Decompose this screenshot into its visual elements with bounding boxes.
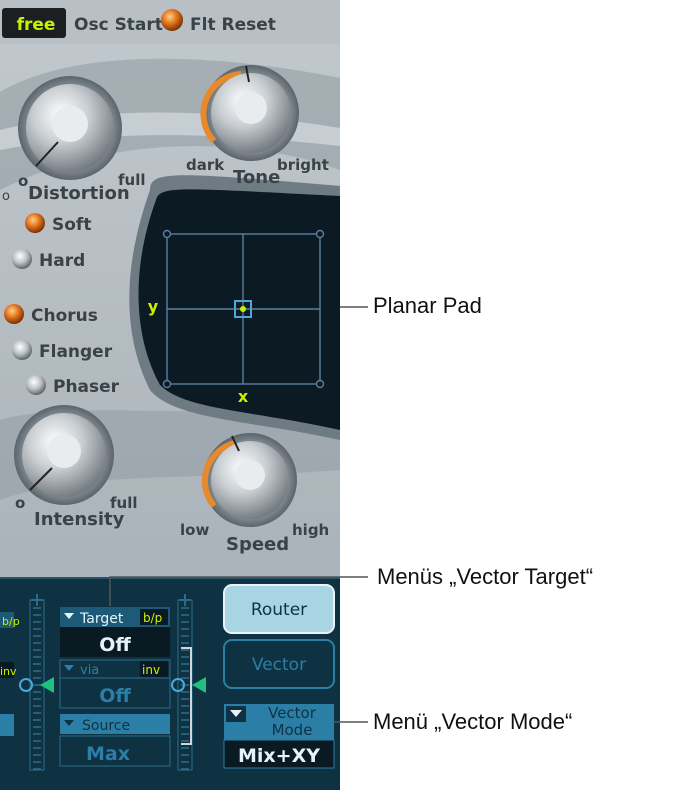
mode-display[interactable]	[2, 8, 66, 38]
vector-button-label: Vector	[252, 655, 306, 675]
tone-label: Tone	[233, 167, 280, 188]
callout-planar-pad: Planar Pad	[373, 293, 482, 318]
intensity-label: Intensity	[34, 509, 125, 530]
via-value: Off	[99, 685, 131, 707]
speed-knob[interactable]	[201, 433, 297, 527]
vector-mode-label-1: Vector	[268, 704, 317, 722]
router-target-column[interactable]: Target b/p Off via inv Off Source Max	[59, 607, 171, 767]
source-value: Max	[86, 743, 130, 765]
source-label: Source	[82, 718, 130, 734]
vector-mode-label-2: Mode	[272, 721, 313, 739]
distortion-max-label: full	[118, 171, 146, 189]
distortion-min-label: o	[18, 172, 28, 190]
flanger-label: Flanger	[39, 342, 113, 362]
callout-vector-mode: Menü „Vector Mode“	[373, 709, 573, 734]
flt-reset-led[interactable]	[161, 9, 183, 31]
via-inv-label: inv	[142, 663, 160, 677]
distortion-knob[interactable]	[18, 76, 122, 180]
tone-min-label: dark	[186, 156, 225, 174]
flanger-radio[interactable]	[12, 340, 32, 360]
router-button[interactable]	[223, 584, 335, 634]
tone-knob[interactable]	[200, 65, 299, 161]
distortion-label: Distortion	[28, 183, 130, 204]
soft-label: Soft	[52, 215, 91, 235]
via-label: via	[80, 663, 99, 678]
phaser-radio[interactable]	[26, 375, 46, 395]
osc-start-label: Osc Start	[74, 15, 163, 35]
left-bp-label: b/p	[2, 615, 20, 628]
target-label: Target	[79, 611, 124, 627]
speed-label: Speed	[226, 534, 289, 555]
chorus-radio[interactable]	[4, 304, 24, 324]
hard-label: Hard	[39, 251, 85, 271]
tone-max-label: bright	[277, 156, 329, 174]
soft-radio[interactable]	[25, 213, 45, 233]
pad-cursor[interactable]	[234, 300, 252, 318]
intensity-max-label: full	[110, 494, 138, 512]
pad-x-label: x	[238, 387, 249, 406]
phaser-label: Phaser	[53, 377, 120, 397]
target-bp-label: b/p	[143, 611, 162, 625]
target-value: Off	[99, 634, 131, 656]
router-button-label: Router	[251, 600, 307, 620]
vector-button[interactable]	[223, 639, 335, 689]
vector-target-leader	[109, 576, 368, 606]
pad-y-label: y	[148, 297, 159, 316]
intensity-min-label: o	[15, 494, 25, 512]
chorus-label: Chorus	[31, 306, 98, 326]
left-slider[interactable]	[19, 594, 54, 771]
vector-mode-menu[interactable]: Vector Mode Mix+XY	[223, 704, 335, 769]
callout-vector-target: Menüs „Vector Target“	[377, 564, 594, 589]
hard-radio[interactable]	[12, 249, 32, 269]
flt-reset-label: Flt Reset	[190, 15, 276, 35]
intensity-knob[interactable]	[14, 405, 114, 505]
speed-min-label: low	[180, 521, 209, 539]
router-left-column: b/p inv	[0, 612, 20, 736]
svg-text:o: o	[2, 189, 10, 204]
speed-max-label: high	[292, 521, 329, 539]
left-inv-label: inv	[0, 665, 17, 678]
mode-value: free	[17, 15, 56, 35]
vector-mode-value: Mix+XY	[238, 745, 320, 767]
